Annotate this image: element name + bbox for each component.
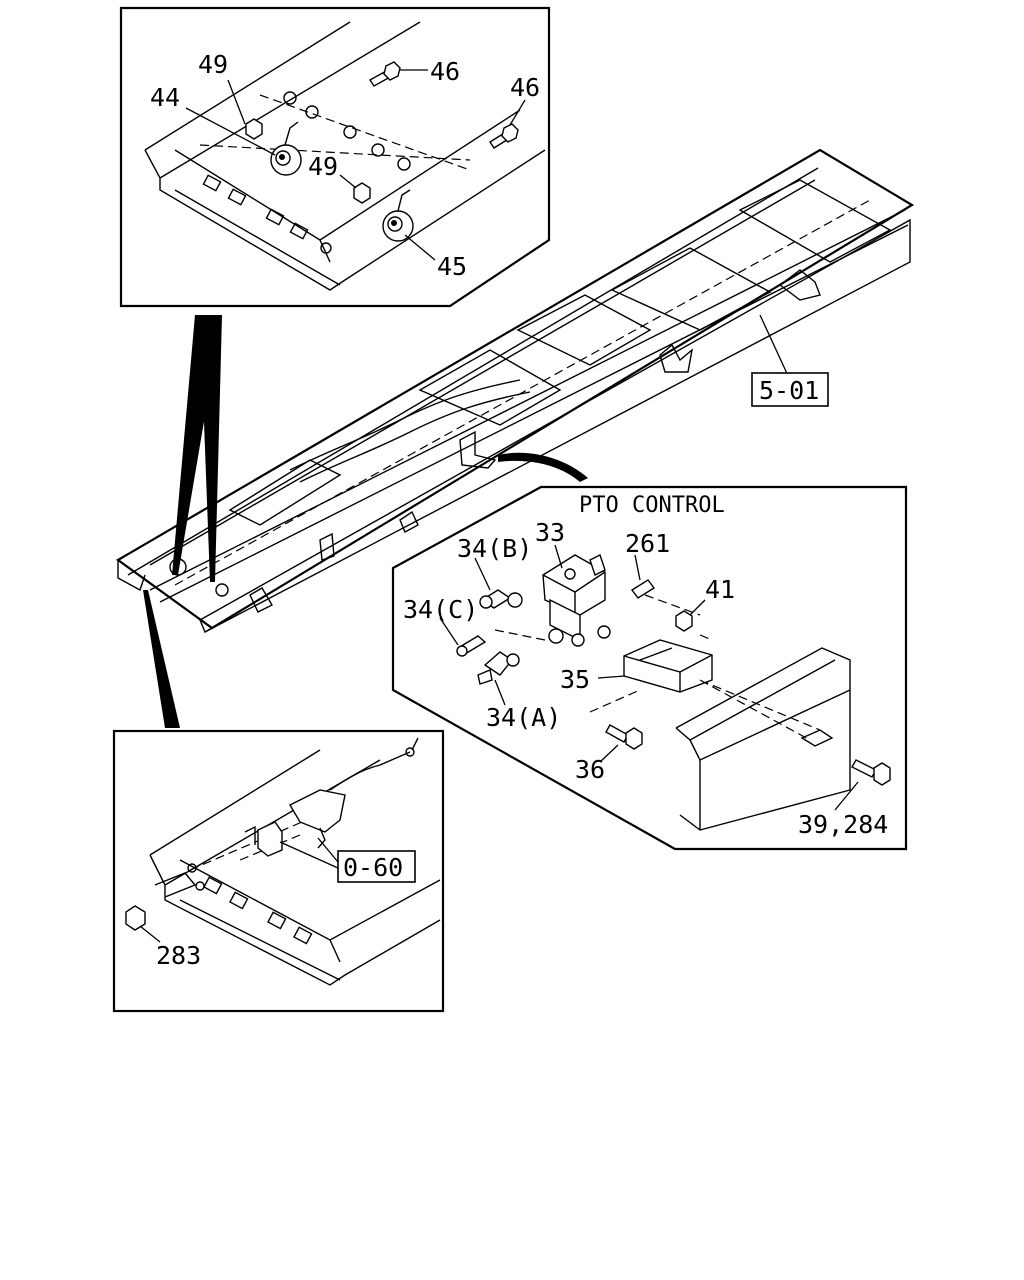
callout-49-top: 49 — [198, 50, 228, 79]
callout-46-left: 46 — [430, 57, 460, 86]
horn-detail-box: 49 46 46 44 49 45 — [119, 6, 551, 308]
nut-283 — [125, 905, 146, 931]
frame-reference-label: 5-01 — [759, 376, 819, 405]
callout-261: 261 — [625, 529, 670, 558]
callout-45: 45 — [437, 252, 467, 281]
fitting-34a — [477, 651, 520, 685]
horn-45 — [382, 189, 414, 242]
callout-46-right: 46 — [510, 73, 540, 102]
callout-36: 36 — [575, 755, 605, 784]
chassis-frame — [115, 148, 915, 634]
frame-reference: 5-01 — [751, 314, 829, 407]
callout-39-284: 39,284 — [798, 810, 888, 839]
callout-35: 35 — [560, 665, 590, 694]
bolt-36 — [605, 724, 643, 750]
callout-34b: 34(B) — [457, 534, 532, 563]
switch-detail-box: 0-60 283 — [112, 729, 445, 1013]
callout-33: 33 — [535, 518, 565, 547]
fitting-34c — [456, 635, 487, 657]
horn-44 — [270, 121, 302, 176]
bolt-39 — [851, 759, 891, 786]
fitting-34b — [479, 589, 523, 609]
pto-control-box: PTO CONTROL — [391, 485, 908, 851]
callout-34c: 34(C) — [403, 595, 478, 624]
detail-connectors — [143, 315, 588, 728]
nut-41 — [675, 610, 693, 632]
callout-44: 44 — [150, 83, 180, 112]
plug-261 — [630, 579, 656, 599]
nut-49-a — [245, 118, 263, 140]
bolt-46-a — [368, 61, 401, 87]
switch-reference-label: 0-60 — [343, 853, 403, 882]
callout-34a: 34(A) — [486, 703, 561, 732]
callout-49-mid: 49 — [308, 152, 338, 181]
bolt-46-b — [489, 123, 519, 149]
pto-switch — [244, 737, 419, 857]
callout-283: 283 — [156, 941, 201, 970]
pto-title: PTO CONTROL — [579, 493, 725, 518]
callout-41: 41 — [705, 575, 735, 604]
valve-33 — [542, 554, 611, 647]
bracket-35 — [623, 639, 713, 693]
nut-49-b — [353, 182, 371, 204]
